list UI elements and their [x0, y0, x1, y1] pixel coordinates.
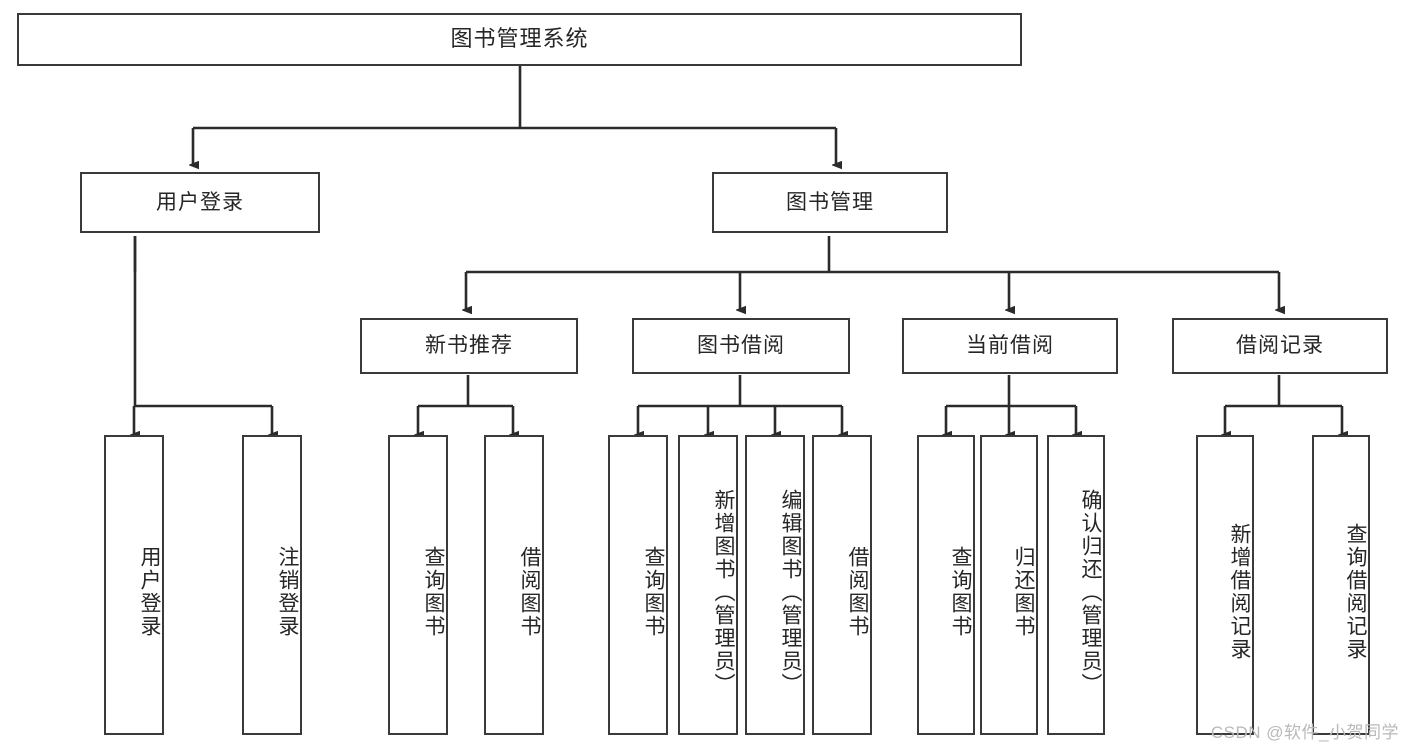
node-new-book-recommend[interactable]: 新书推荐 [360, 318, 578, 374]
leaf-borrow-record-add[interactable]: 新增借阅记录 [1196, 435, 1254, 735]
leaf-label: 借阅图书 [518, 546, 541, 638]
node-root-system[interactable]: 图书管理系统 [17, 13, 1022, 66]
leaf-label: 用户登录 [138, 546, 161, 638]
watermark-csdn: CSDN @软件_小贺同学 [1210, 723, 1399, 742]
leaf-label: 查询借阅记录 [1344, 523, 1367, 661]
leaf-borrow-record-query[interactable]: 查询借阅记录 [1312, 435, 1370, 735]
leaf-new-book-borrow[interactable]: 借阅图书 [484, 435, 544, 735]
leaf-book-borrow-borrow[interactable]: 借阅图书 [812, 435, 872, 735]
leaf-book-borrow-edit[interactable]: 编辑图书（管理员） [745, 435, 805, 735]
leaf-label: 新增借阅记录 [1228, 523, 1251, 661]
node-book-management[interactable]: 图书管理 [712, 172, 948, 233]
leaf-label: 新增图书（管理员） [712, 488, 735, 696]
leaf-label: 查询图书 [949, 546, 972, 638]
node-book-borrow[interactable]: 图书借阅 [632, 318, 850, 374]
leaf-user-login-logout[interactable]: 注销登录 [242, 435, 302, 735]
leaf-current-borrow-confirm-return[interactable]: 确认归还（管理员） [1047, 435, 1105, 735]
leaf-label: 查询图书 [422, 546, 445, 638]
leaf-current-borrow-return[interactable]: 归还图书 [980, 435, 1038, 735]
leaf-label: 查询图书 [642, 546, 665, 638]
node-user-login[interactable]: 用户登录 [80, 172, 320, 233]
leaf-user-login-login[interactable]: 用户登录 [104, 435, 164, 735]
leaf-current-borrow-query[interactable]: 查询图书 [917, 435, 975, 735]
leaf-new-book-query[interactable]: 查询图书 [388, 435, 448, 735]
leaf-label: 归还图书 [1012, 546, 1035, 638]
leaf-label: 注销登录 [276, 546, 299, 638]
node-borrow-record[interactable]: 借阅记录 [1172, 318, 1388, 374]
node-current-borrow[interactable]: 当前借阅 [902, 318, 1118, 374]
leaf-book-borrow-query[interactable]: 查询图书 [608, 435, 668, 735]
leaf-label: 借阅图书 [846, 546, 869, 638]
leaf-label: 确认归还（管理员） [1079, 488, 1102, 696]
leaf-book-borrow-add[interactable]: 新增图书（管理员） [678, 435, 738, 735]
leaf-label: 编辑图书（管理员） [779, 488, 802, 696]
